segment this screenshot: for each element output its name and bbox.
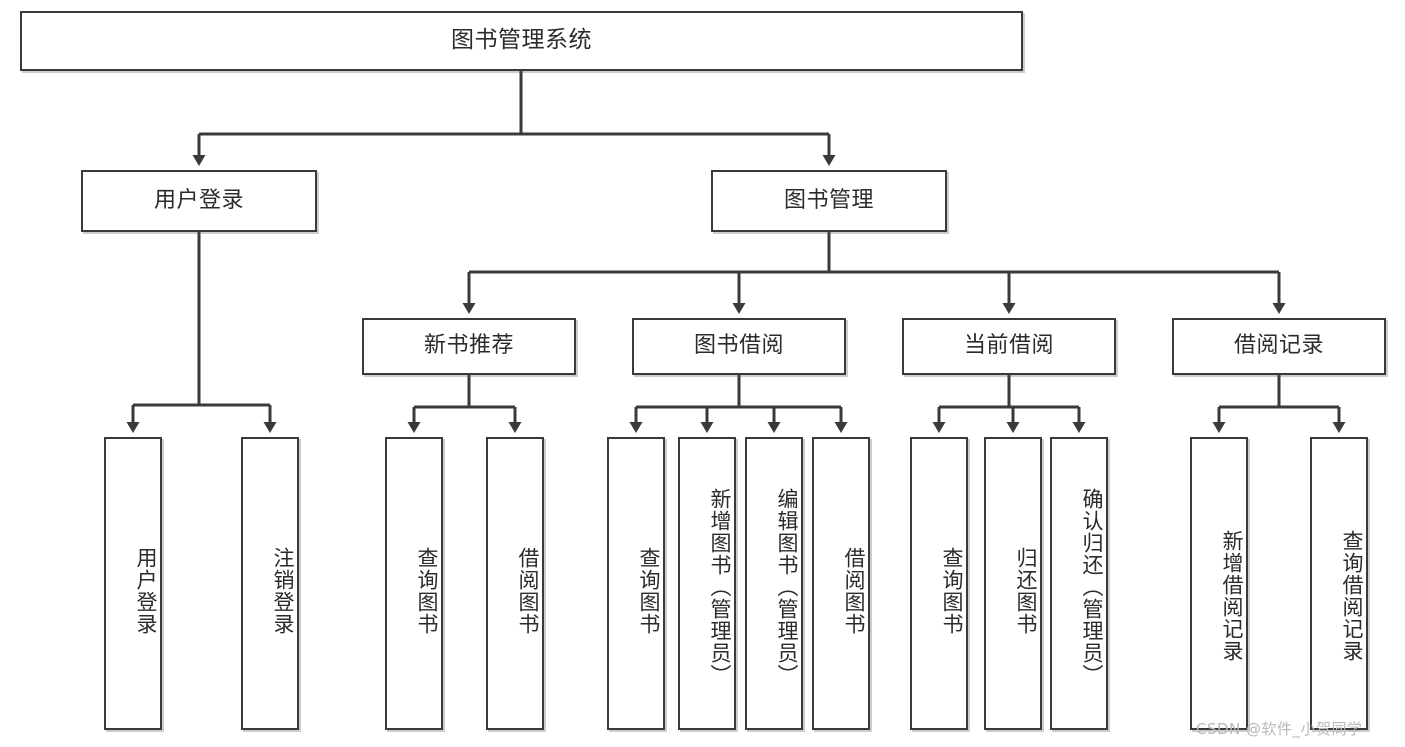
node-label: 查询图书 (415, 546, 439, 635)
node-label: 借阅记录 (1233, 333, 1324, 359)
node-label: 图书借阅 (693, 333, 784, 359)
leaf-query-borrow-record[interactable]: 查询借阅记录 (1310, 437, 1368, 730)
node-book-manage[interactable]: 图书管理 (711, 170, 947, 232)
leaf-query-books-3[interactable]: 查询图书 (910, 437, 968, 730)
leaf-return-books[interactable]: 归还图书 (984, 437, 1042, 730)
node-book-borrow[interactable]: 图书借阅 (632, 318, 846, 375)
leaf-confirm-return[interactable]: 确认归还（管理员） (1050, 437, 1108, 730)
node-label: 用户登录 (153, 187, 244, 213)
node-label: 查询图书 (940, 546, 964, 635)
node-current-borrow[interactable]: 当前借阅 (902, 318, 1116, 375)
leaf-borrow-books-2[interactable]: 借阅图书 (812, 437, 870, 730)
node-label: 注销登录 (271, 546, 295, 635)
node-label: 查询图书 (637, 546, 661, 635)
leaf-query-books-1[interactable]: 查询图书 (385, 437, 443, 730)
node-label: 图书管理系统 (451, 27, 592, 54)
node-label: 当前借阅 (963, 333, 1054, 359)
node-label: 新书推荐 (423, 333, 514, 359)
node-label: 查询借阅记录 (1340, 529, 1364, 662)
leaf-user-login[interactable]: 用户登录 (104, 437, 162, 730)
node-label: 确认归还（管理员） (1080, 487, 1104, 686)
leaf-add-borrow-record[interactable]: 新增借阅记录 (1190, 437, 1248, 730)
leaf-edit-book-admin[interactable]: 编辑图书（管理员） (745, 437, 803, 730)
node-label: 编辑图书（管理员） (775, 487, 799, 686)
leaf-logout-login[interactable]: 注销登录 (241, 437, 299, 730)
leaf-borrow-books-1[interactable]: 借阅图书 (486, 437, 544, 730)
node-label: 新增图书（管理员） (708, 487, 732, 686)
node-label: 借阅图书 (516, 546, 540, 635)
node-user-login[interactable]: 用户登录 (81, 170, 317, 232)
leaf-query-books-2[interactable]: 查询图书 (607, 437, 665, 730)
node-new-book-recommend[interactable]: 新书推荐 (362, 318, 576, 375)
node-label: 用户登录 (134, 546, 158, 635)
node-label: 新增借阅记录 (1220, 529, 1244, 662)
node-label: 借阅图书 (842, 546, 866, 635)
leaf-add-book-admin[interactable]: 新增图书（管理员） (678, 437, 736, 730)
node-root-system[interactable]: 图书管理系统 (20, 11, 1023, 71)
node-borrow-record[interactable]: 借阅记录 (1172, 318, 1386, 375)
node-label: 图书管理 (783, 187, 874, 213)
csdn-watermark: CSDN @软件_小贺同学 (1196, 720, 1363, 738)
node-label: 归还图书 (1014, 546, 1038, 635)
